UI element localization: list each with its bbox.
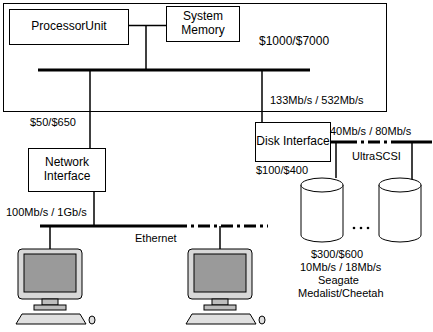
monitor-stand — [42, 299, 58, 305]
spec-label: Medalist/Cheetah — [298, 287, 384, 300]
ethernet-line — [40, 225, 175, 228]
computer-icon — [186, 249, 265, 324]
disk-body — [379, 185, 421, 242]
bus-wire — [261, 70, 263, 122]
mouse — [259, 316, 265, 324]
component-name: System Memory — [167, 10, 239, 38]
computer-icon — [16, 249, 95, 324]
component-name: $1000/$7000 — [259, 35, 329, 49]
monitor-body — [18, 249, 82, 299]
spec-label: UltraSCSI — [352, 150, 401, 163]
ethernet-line — [175, 225, 268, 228]
network-interface-box: Network Interface — [28, 148, 106, 192]
processor-box: ProcessorUnit — [9, 9, 129, 45]
monitor-stand — [212, 299, 228, 305]
spec-label: $300/$600 — [311, 248, 363, 261]
monitor-base — [34, 305, 66, 310]
spec-label: Seagate — [318, 274, 359, 287]
scsi-wire — [411, 142, 413, 180]
disk-body — [301, 185, 343, 242]
keyboard — [16, 314, 86, 324]
ellipsis-dot — [360, 227, 363, 230]
scsi-bus — [400, 141, 432, 144]
spec-label: 133Mb/s / 532Mb/s — [270, 94, 364, 107]
monitor-body — [188, 249, 252, 299]
spec-label: 10Mb/s / 18Mb/s — [300, 261, 381, 274]
disk-interface-box: Disk Interface — [255, 122, 331, 162]
network-wire — [219, 226, 221, 249]
disk-drive — [379, 178, 421, 242]
monitor-base — [204, 305, 236, 310]
keyboard — [186, 314, 256, 324]
monitor-screen — [194, 254, 246, 292]
bus-wire — [89, 70, 91, 148]
scsi-bus — [345, 141, 400, 144]
spec-label: 40Mb/s / 80Mb/s — [330, 125, 411, 138]
memory-box: System Memory — [166, 6, 240, 42]
spec-label: 100Mb/s / 1Gb/s — [6, 206, 87, 219]
component-name: ProcessorUnit — [31, 20, 106, 34]
component-name: Disk Interface — [256, 135, 329, 149]
spec-label: $50/$650 — [30, 116, 76, 129]
ellipsis-dot — [367, 227, 370, 230]
disk-top — [301, 178, 343, 192]
ellipsis-dot — [353, 227, 356, 230]
monitor-screen — [24, 254, 76, 292]
network-wire — [49, 226, 51, 249]
system-bus — [38, 69, 310, 72]
scsi-wire — [335, 142, 337, 178]
disk-top — [379, 178, 421, 192]
disk-drive — [301, 178, 343, 242]
spec-label: Ethernet — [135, 232, 177, 245]
component-name: Network Interface — [29, 156, 105, 184]
bus-connector — [129, 25, 166, 27]
bus-wire — [145, 26, 147, 70]
spec-label: $100/$400 — [256, 164, 308, 177]
network-wire — [93, 192, 95, 226]
mouse — [89, 316, 95, 324]
